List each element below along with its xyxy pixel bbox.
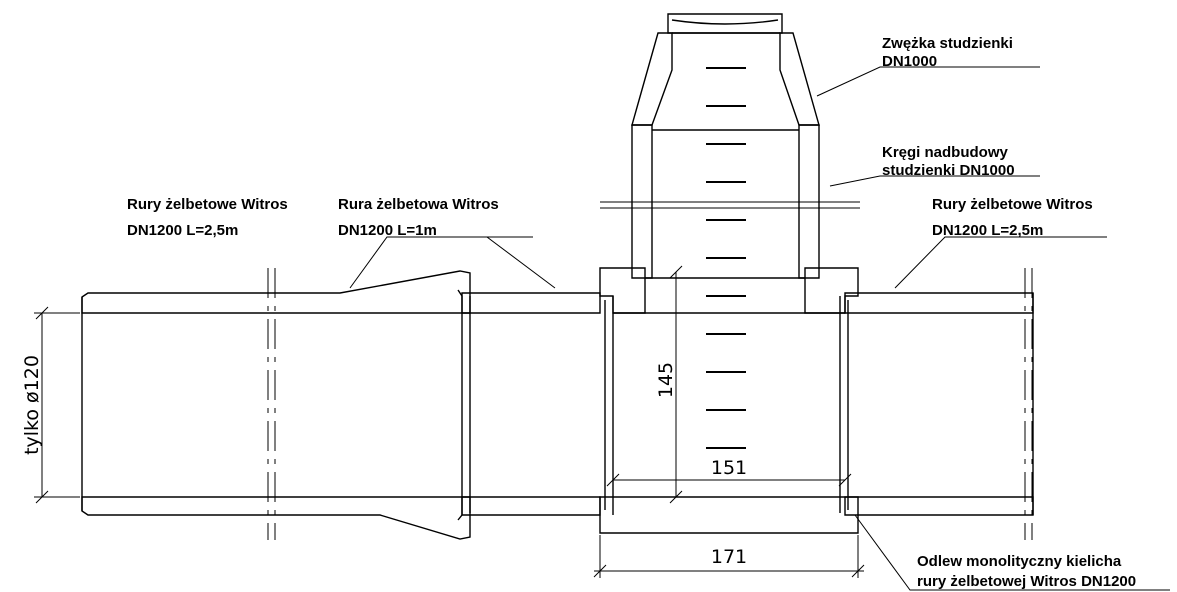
pipe-middle-label-line1: Rura żelbetowa Witros [338,196,499,213]
label-pipe-middle: Rura żelbetowa Witros DN1200 L=1m [338,196,499,239]
dimension-base-width: 171 [593,535,865,578]
dimension-diameter: tylko ø120 [21,306,80,504]
pipe-left-label-line2: DN1200 L=2,5m [127,222,238,239]
ladder-rungs [706,67,746,449]
height-dimension-text: 145 [655,362,677,398]
pipe-right [839,292,1034,516]
label-rings: Kręgi nadbudowy studzienki DN1000 [882,144,1015,179]
manhole-reducer [631,13,820,126]
label-bell-casting: Odlew monolityczny kielicha rury żelbeto… [917,553,1136,590]
manhole-rings [600,124,860,279]
diameter-dimension-text: tylko ø120 [21,355,43,455]
reducer-label-line1: Zwężka studzienki [882,35,1013,52]
base-width-dimension-text: 171 [711,546,747,568]
rings-label-line1: Kręgi nadbudowy [882,144,1008,161]
inner-width-dimension-text: 151 [711,457,747,479]
bell-casting-label-line1: Odlew monolityczny kielicha [917,553,1122,570]
label-pipe-right: Rury żelbetowe Witros DN1200 L=2,5m [932,196,1093,239]
dimension-inner-width: 151 [606,457,852,487]
label-reducer: Zwężka studzienki DN1000 [882,35,1013,70]
pipe-left [81,270,471,540]
pipe-right-label-line1: Rury żelbetowe Witros [932,196,1093,213]
dimension-height: 145 [655,265,683,504]
rings-label-line2: studzienki DN1000 [882,162,1015,179]
pipe-middle [457,289,614,521]
bell-casting [599,267,859,534]
pipe-right-label-line2: DN1200 L=2,5m [932,222,1043,239]
center-lines [267,268,1033,540]
reducer-label-line2: DN1000 [882,53,937,70]
leader-lines [349,66,1170,591]
bell-casting-label-line2: rury żelbetowej Witros DN1200 [917,573,1136,590]
label-pipe-left: Rury żelbetowe Witros DN1200 L=2,5m [127,196,288,239]
pipe-left-label-line1: Rury żelbetowe Witros [127,196,288,213]
pipe-middle-label-line2: DN1200 L=1m [338,222,437,239]
